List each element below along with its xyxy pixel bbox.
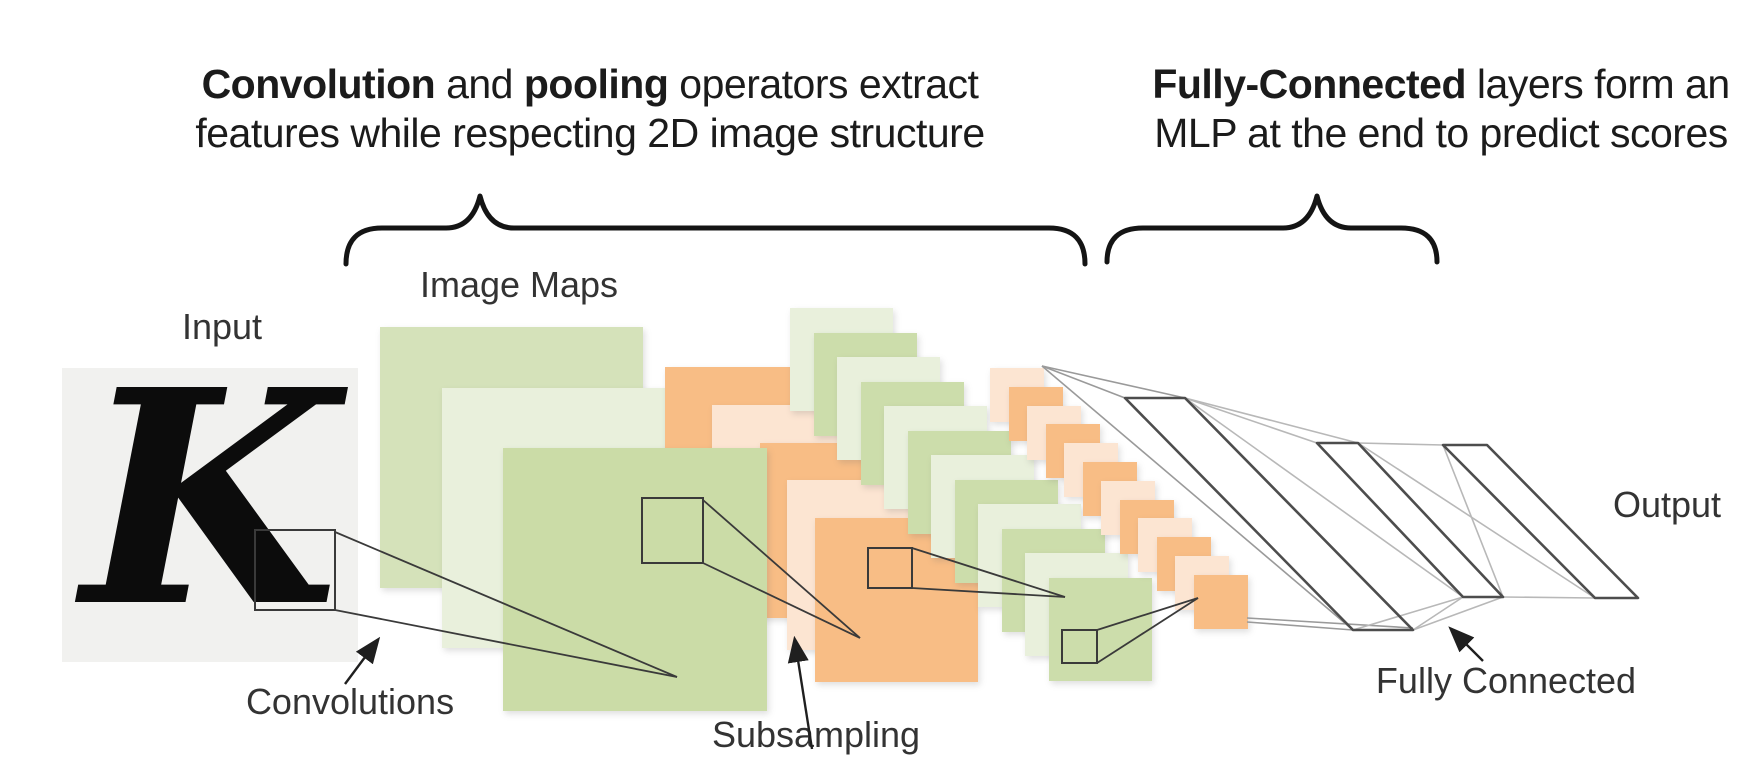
label-fully-connected: Fully Connected	[1375, 660, 1637, 701]
heading-text-segment: layers form an	[1466, 61, 1730, 107]
heading-text-segment: features while respecting 2D image struc…	[195, 110, 985, 156]
label-output: Output	[1612, 484, 1722, 525]
label-input: Input	[181, 306, 263, 347]
label-convolutions: Convolutions	[245, 681, 455, 722]
curly-braces	[343, 193, 1440, 267]
heading-text-segment: pooling	[523, 61, 669, 107]
heading-convolution-pooling: Convolution and pooling operators extrac…	[140, 60, 1040, 158]
feature-map-input-image	[62, 368, 358, 662]
heading-text-segment: Convolution	[201, 61, 436, 107]
heading-text-segment: and	[435, 61, 524, 107]
heading-text-segment: operators extract	[668, 61, 979, 107]
heading-text-segment: Fully-Connected	[1152, 61, 1467, 107]
feature-map-image-maps-front	[503, 448, 767, 711]
input-letter-glyph: K	[81, 325, 339, 672]
label-subsampling: Subsampling	[711, 714, 921, 755]
feature-map-conv-maps-2	[1048, 577, 1152, 681]
feature-map-pooled-maps-2	[1193, 574, 1248, 629]
heading-text-segment: MLP at the end to predict scores	[1154, 110, 1728, 156]
label-image-maps: Image Maps	[419, 264, 619, 305]
